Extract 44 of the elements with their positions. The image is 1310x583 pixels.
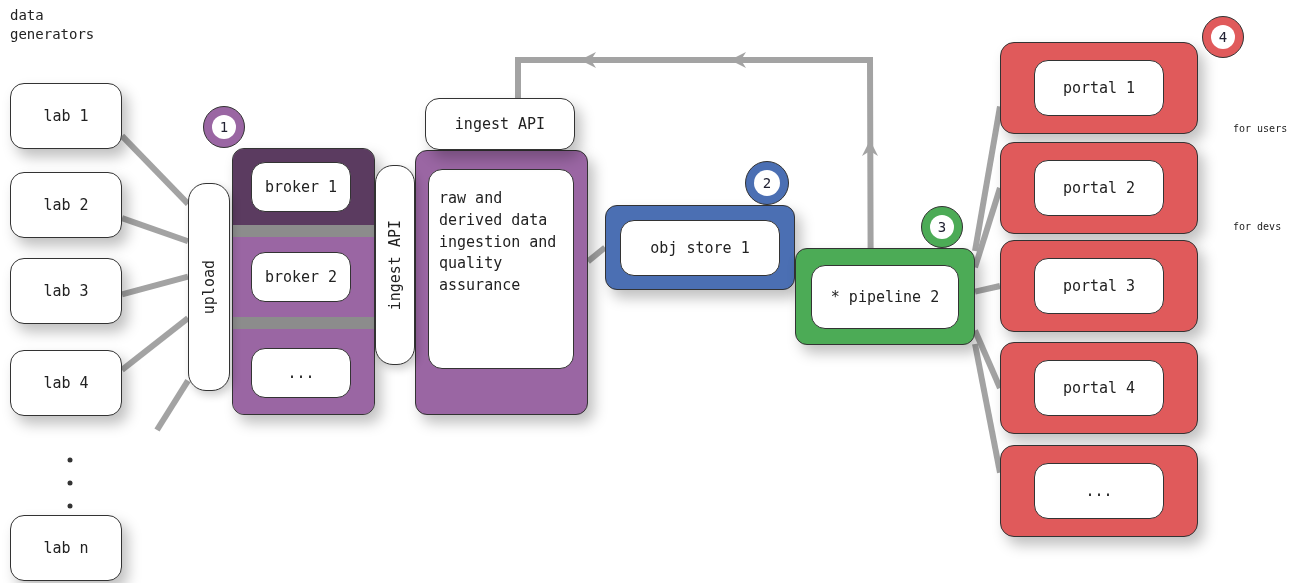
connector-line (121, 215, 189, 245)
step-badge: 4 (1202, 16, 1244, 58)
broker-label: broker 2 (251, 252, 351, 302)
process-box: lab 1 (10, 83, 122, 149)
service-label: portal 3 (1034, 258, 1164, 314)
process-box: lab 2 (10, 172, 122, 238)
connector-line (974, 283, 1001, 295)
step-badge: 2 (745, 161, 789, 205)
process-box: lab 4 (10, 350, 122, 416)
side-note: for users (1233, 123, 1288, 134)
service-label: portal 2 (1034, 160, 1164, 216)
connector-line (120, 315, 190, 373)
process-box: ingest API (425, 98, 575, 150)
service-panel (1000, 342, 1198, 434)
step-badge: 1 (203, 106, 245, 148)
interface-pill: upload (188, 183, 230, 391)
column-heading: data generators (10, 6, 96, 44)
service-panel (605, 205, 795, 290)
ingestion-panel (415, 150, 588, 415)
description-box: raw and derived data ingestion and quality assurance (428, 169, 574, 369)
step-badge: 3 (921, 206, 963, 248)
service-label: ... (1034, 463, 1164, 519)
service-panel (795, 248, 975, 345)
service-label: * pipeline 2 (811, 264, 959, 329)
broker-band (233, 149, 374, 225)
broker-band (233, 329, 374, 414)
broker-panel (232, 148, 375, 415)
service-label: obj store 1 (620, 219, 780, 276)
connector-line (154, 379, 191, 432)
service-panel (1000, 445, 1198, 537)
process-box: lab n (10, 515, 122, 581)
broker-band (233, 237, 374, 317)
side-note: for devs (1233, 221, 1282, 232)
broker-label: broker 1 (251, 162, 351, 212)
connector-line (972, 343, 1003, 474)
service-panel (1000, 240, 1198, 332)
process-box: lab 3 (10, 258, 122, 324)
service-label: portal 1 (1034, 60, 1164, 116)
broker-label: ... (251, 347, 351, 398)
connector-line (121, 273, 189, 298)
connector-line (972, 105, 1003, 252)
service-label: portal 4 (1034, 360, 1164, 416)
connector-line (586, 245, 607, 264)
interface-pill: ingest API (375, 165, 415, 365)
